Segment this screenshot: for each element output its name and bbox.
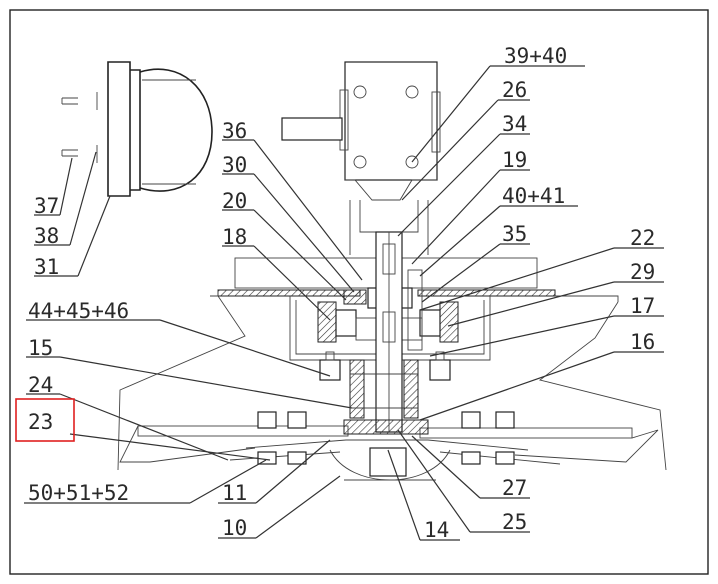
- label-30: 30: [222, 153, 247, 177]
- label-26: 26: [502, 78, 527, 102]
- label-31: 31: [34, 255, 59, 279]
- label-17: 17: [630, 294, 655, 318]
- label-19: 19: [502, 148, 527, 172]
- label-16: 16: [630, 330, 655, 354]
- label-34: 34: [502, 112, 527, 136]
- drawing-frame: [9, 9, 709, 575]
- label-20: 20: [222, 189, 247, 213]
- drive-shaft: [319, 231, 451, 433]
- label-22: 22: [630, 226, 655, 250]
- label-23: 23: [28, 410, 53, 434]
- label-14: 14: [424, 518, 449, 542]
- body-skirt: [117, 295, 667, 471]
- label-24: 24: [28, 373, 53, 397]
- label-38: 38: [34, 224, 59, 248]
- label-35: 35: [502, 222, 527, 246]
- label-44-45-46: 44+45+46: [28, 299, 129, 323]
- label-18: 18: [222, 225, 247, 249]
- label-40-41: 40+41: [502, 184, 565, 208]
- highlight-box-23: [15, 398, 75, 442]
- label-10: 10: [222, 516, 247, 540]
- label-39-40: 39+40: [504, 44, 567, 68]
- label-27: 27: [502, 476, 527, 500]
- label-11: 11: [222, 481, 247, 505]
- label-50-51-52: 50+51+52: [28, 481, 129, 505]
- label-25: 25: [502, 510, 527, 534]
- gearbox: [281, 61, 441, 255]
- label-37: 37: [34, 194, 59, 218]
- label-36: 36: [222, 119, 247, 143]
- blade-assembly: [119, 411, 659, 481]
- label-15: 15: [28, 336, 53, 360]
- motor-cap: [61, 61, 213, 197]
- deck-housing: [210, 257, 619, 361]
- label-29: 29: [630, 260, 655, 284]
